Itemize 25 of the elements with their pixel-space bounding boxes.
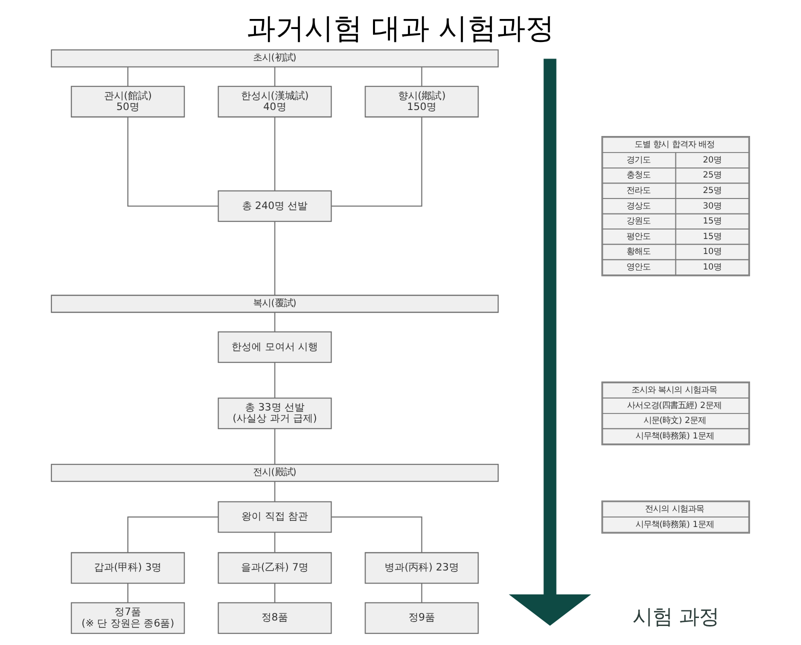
label: 15명 xyxy=(702,232,722,242)
label: 전라도 xyxy=(626,186,650,196)
label: 황해도 xyxy=(626,247,650,258)
label: 시문(時文) 2문제 xyxy=(643,416,706,426)
label: 10명 xyxy=(702,247,722,258)
label: 충청도 xyxy=(626,170,650,181)
label: 25명 xyxy=(702,186,722,196)
label: 전시의 시험과목 xyxy=(645,504,704,514)
label: 평안도 xyxy=(626,232,650,242)
label: 20명 xyxy=(702,155,722,166)
label: 조시와 복시의 시험과목 xyxy=(632,386,717,396)
label: 30명 xyxy=(702,201,722,212)
diagram-title: 과거시험 대과 시험과정 xyxy=(246,11,555,46)
label: 강원도 xyxy=(626,216,650,227)
label: 경상도 xyxy=(626,201,650,212)
label: 시무책(時務策) 1문제 xyxy=(635,520,714,530)
label: 영안도 xyxy=(626,262,650,272)
label: 15명 xyxy=(702,216,722,227)
label: 도별 향시 합격자 배정 xyxy=(634,140,715,150)
label: 경기도 xyxy=(626,155,650,166)
label: 시무책(時務策) 1문제 xyxy=(635,431,714,442)
label: 사서오경(四書五經) 2문제 xyxy=(626,400,722,411)
label: 10명 xyxy=(702,262,722,272)
label: 시험 과정 xyxy=(632,604,719,628)
label: 25명 xyxy=(702,170,722,181)
